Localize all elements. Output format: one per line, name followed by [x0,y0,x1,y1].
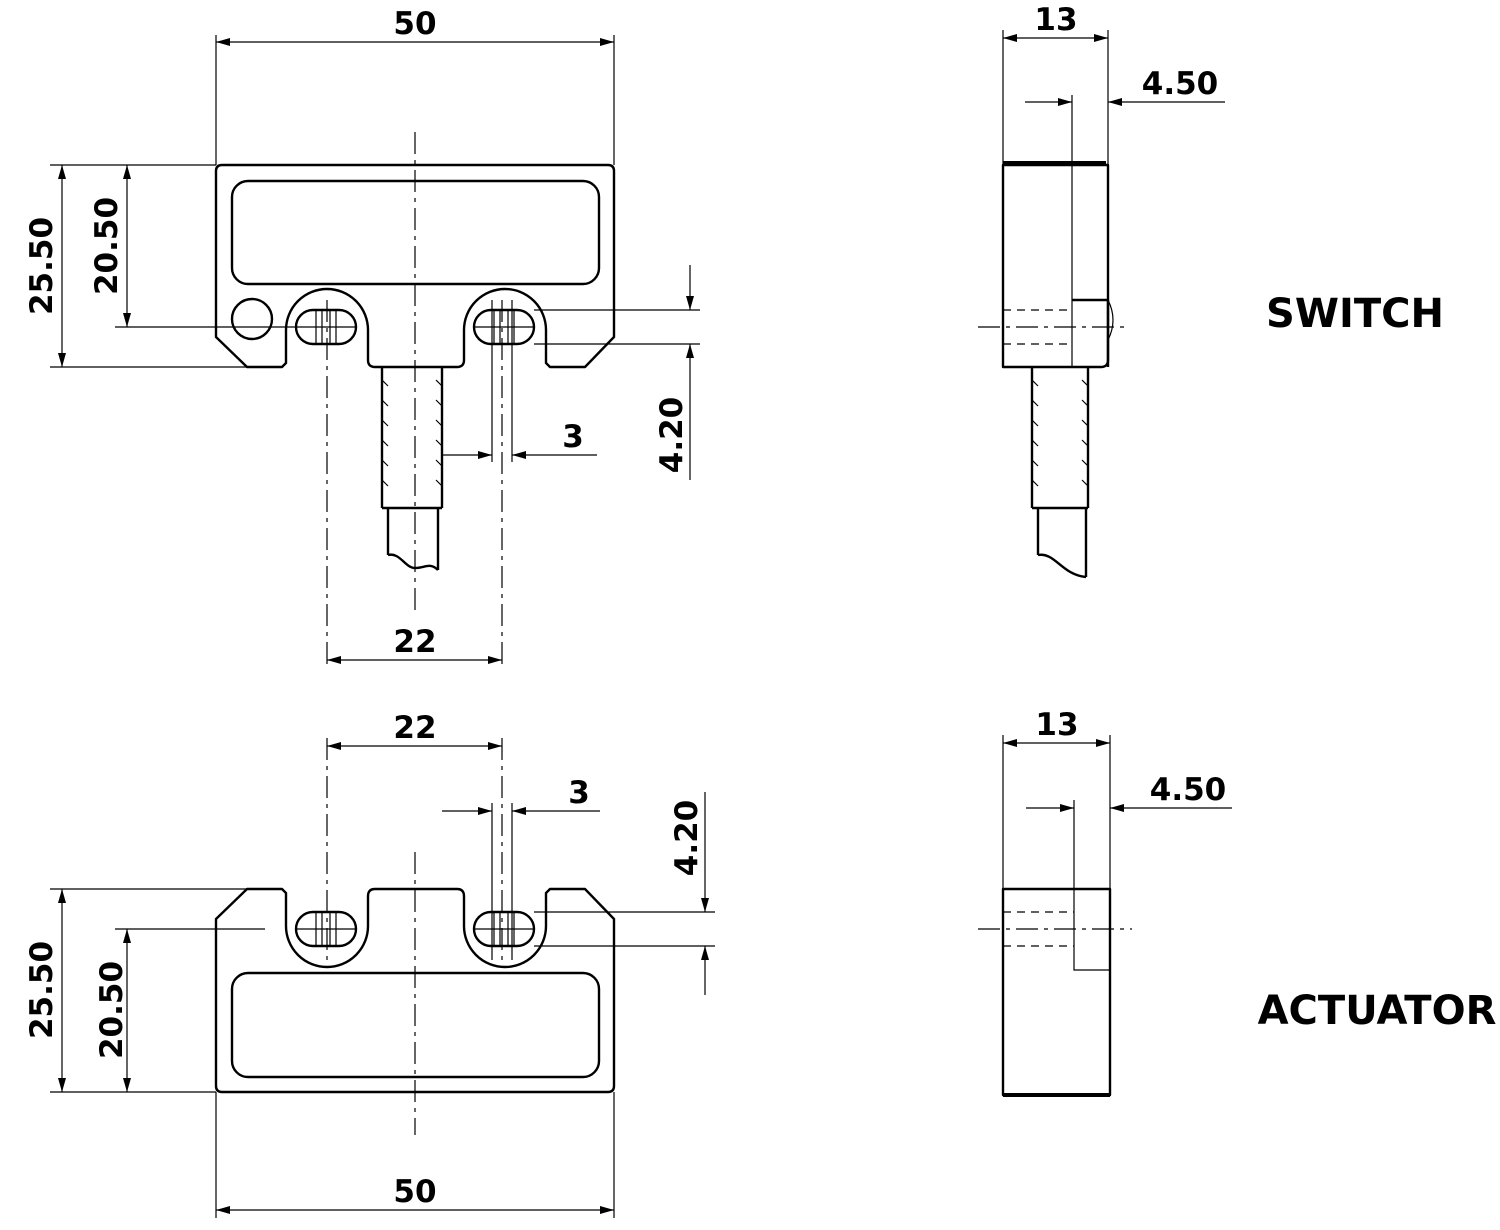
switch-depth-dim: 13 [1034,2,1077,38]
actuator-height-dim: 25.50 [24,941,60,1039]
actuator-side-outline [1001,887,1112,1097]
actuator-offset-dim: 4.50 [1150,772,1227,808]
switch-label-window [230,179,601,286]
actuator-side-view: 13 4.50 [978,707,1232,1097]
switch-height-dim: 25.50 [24,217,60,315]
switch-hole-spacing-dim: 22 [393,624,436,660]
switch-slot-length-dim: 4.20 [654,397,690,474]
actuator-depth-dim: 13 [1035,707,1078,743]
switch-side-outline [1001,163,1110,369]
actuator-slot-length-dim: 4.20 [669,800,705,877]
actuator-label: ACTUATOR [1258,988,1497,1034]
actuator-width-dim: 50 [393,1174,436,1210]
switch-width-dim: 50 [393,6,436,42]
switch-led [230,297,274,341]
switch-body-outline [214,163,616,369]
switch-offset-dim: 4.50 [1142,66,1219,102]
actuator-hole-spacing-dim: 22 [393,710,436,746]
actuator-hole-height-dim: 20.50 [94,961,130,1059]
actuator-slot-hatch [296,912,534,946]
actuator-body-outline [214,887,616,1094]
switch-label: SWITCH [1266,291,1444,337]
switch-slot-hatch [296,310,534,344]
switch-front-view: 50 25.50 20.50 22 3 4.20 [24,6,700,668]
actuator-front-view: 22 3 4.20 25.50 20.50 50 [24,710,715,1218]
switch-side-view: 13 4.50 [978,2,1225,579]
switch-hole-height-dim: 20.50 [89,197,125,295]
switch-slot-width-dim: 3 [562,419,584,455]
switch-cable [380,367,444,571]
actuator-slot-width-dim: 3 [568,775,590,811]
